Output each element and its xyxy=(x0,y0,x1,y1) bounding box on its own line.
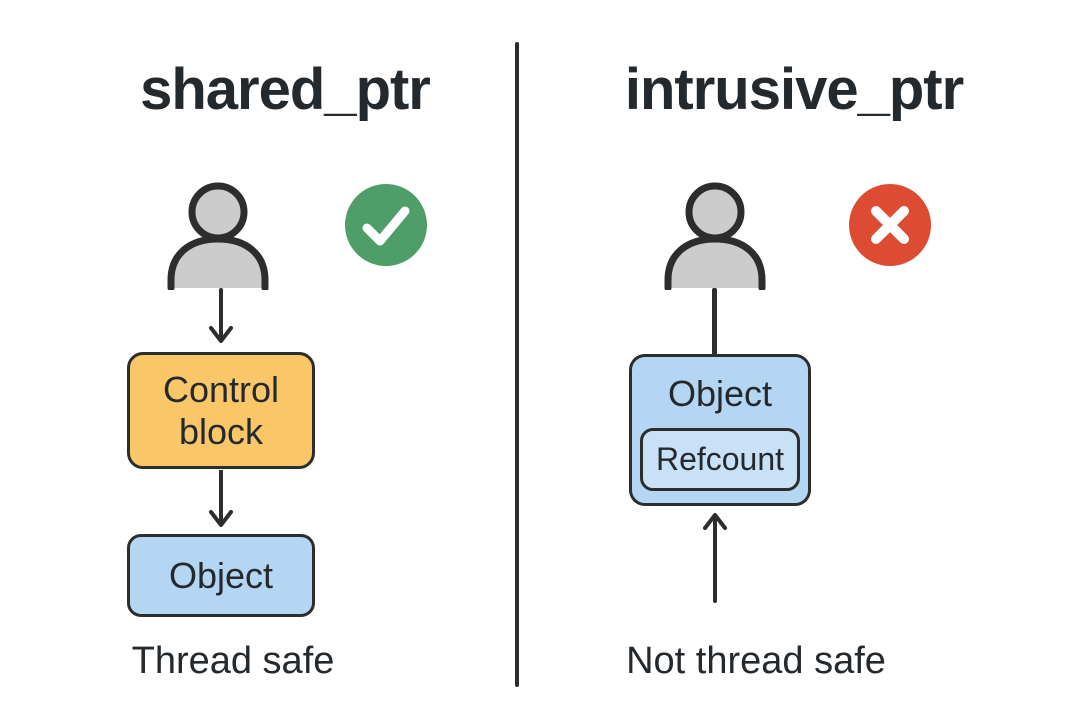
arrow-up-icon xyxy=(703,513,727,603)
refcount-label: Refcount xyxy=(655,441,785,477)
control-block-box: Control block xyxy=(127,352,315,469)
arrow-down-icon xyxy=(209,288,233,343)
divider-line xyxy=(515,42,519,687)
object-label: Object xyxy=(667,373,773,414)
arrow-down-icon xyxy=(209,470,233,527)
thread-safe-caption: Thread safe xyxy=(131,640,335,682)
intrusive-ptr-title: intrusive_ptr xyxy=(624,57,964,122)
object-label: Object xyxy=(168,554,274,596)
connector-line xyxy=(712,288,717,355)
object-with-refcount-box: Object Refcount xyxy=(629,354,811,506)
object-box: Object xyxy=(127,534,315,617)
refcount-box: Refcount xyxy=(640,428,800,491)
shared-ptr-title: shared_ptr xyxy=(140,57,431,122)
check-icon xyxy=(345,184,427,266)
person-icon xyxy=(664,182,766,290)
control-block-label: Control block xyxy=(162,368,280,452)
cross-icon xyxy=(849,184,931,266)
not-thread-safe-caption: Not thread safe xyxy=(626,640,886,682)
person-icon xyxy=(167,182,269,290)
